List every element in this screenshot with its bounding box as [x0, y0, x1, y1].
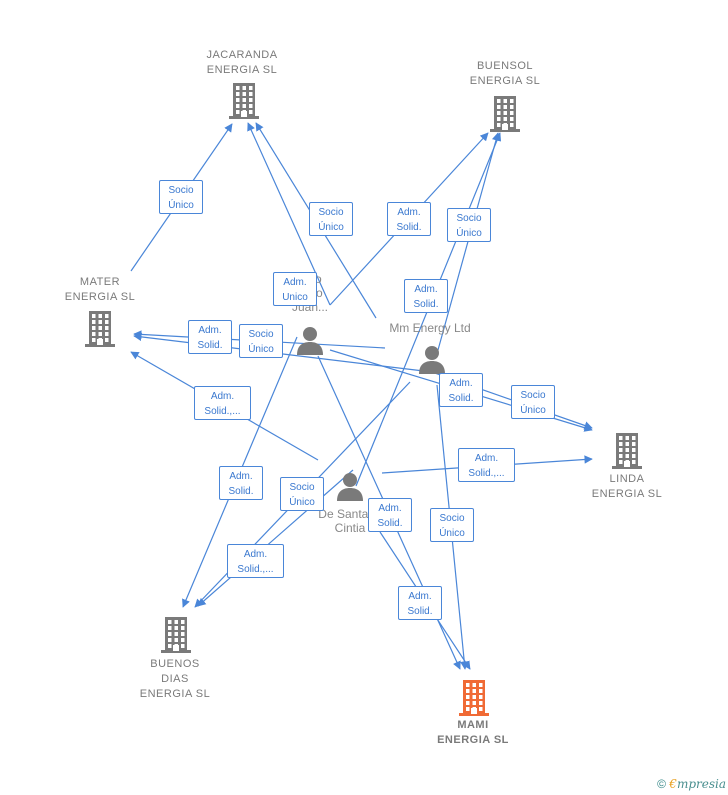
edge-label-person1-jacaranda[interactable]: Adm. Unico: [273, 272, 317, 306]
person-1-icon[interactable]: [296, 326, 324, 361]
edge-label-mm-jacaranda[interactable]: Socio Único: [309, 202, 353, 236]
edge-label-person1-mater[interactable]: Adm. Solid.: [188, 320, 232, 354]
jacaranda-building-icon[interactable]: [229, 83, 259, 124]
edge-label-person1-mami[interactable]: Adm. Solid.: [368, 498, 412, 532]
de-santana-person-icon[interactable]: [336, 472, 364, 507]
edge-label-mm-linda[interactable]: Socio Único: [511, 385, 555, 419]
edge-label-desantana-linda[interactable]: Adm. Solid.,...: [458, 448, 515, 482]
jacaranda-label[interactable]: JACARANDA ENERGIA SL: [206, 49, 278, 76]
edge-label-mater-jacaranda[interactable]: Socio Único: [159, 180, 203, 214]
edge-label-desantana-mater[interactable]: Adm. Solid.,...: [194, 386, 251, 420]
brand-logo: €mpresia: [669, 777, 726, 791]
edge-label-mm-mater[interactable]: Socio Único: [239, 324, 283, 358]
edge-label-mm-buensol[interactable]: Socio Único: [447, 208, 491, 242]
mater-label[interactable]: MATER ENERGIA SL: [64, 276, 136, 303]
edge-line-15: [197, 469, 354, 607]
edge-label-mm-mami[interactable]: Socio Único: [430, 508, 474, 542]
empresia-footer[interactable]: © €mpresia: [657, 777, 726, 791]
buenos-dias-building-icon[interactable]: [161, 617, 191, 658]
buensol-building-icon[interactable]: [490, 96, 520, 137]
edge-label-desantana-buensol[interactable]: Adm. Solid.: [404, 279, 448, 313]
edge-label-person1-buenosdias[interactable]: Adm. Solid.: [219, 466, 263, 500]
edge-line-8: [133, 332, 433, 373]
mm-energy-person-icon[interactable]: [418, 345, 446, 380]
linda-building-icon[interactable]: [612, 433, 642, 474]
buensol-label[interactable]: BUENSOL ENERGIA SL: [469, 60, 541, 87]
mm-energy-label[interactable]: Mm Energy Ltd: [389, 321, 471, 335]
edge-label-person1-buensol[interactable]: Adm. Solid.: [387, 202, 431, 236]
edge-label-desantana-mami[interactable]: Adm. Solid.: [398, 586, 442, 620]
de-santana-label[interactable]: De Santana Cintia: [318, 507, 382, 535]
linda-label[interactable]: LINDA ENERGIA SL: [591, 473, 663, 500]
buenos-dias-label[interactable]: BUENOS DIAS ENERGIA SL: [139, 658, 211, 700]
edge-label-desantana-buenosdias[interactable]: Adm. Solid.,...: [227, 544, 284, 578]
copyright-icon: ©: [657, 777, 666, 791]
mami-building-icon[interactable]: [459, 680, 489, 721]
mami-label[interactable]: MAMI ENERGIA SL: [437, 719, 509, 746]
mater-building-icon[interactable]: [85, 311, 115, 352]
edge-label-mm-buenosdias[interactable]: Socio Único: [280, 477, 324, 511]
edge-label-person1-linda[interactable]: Adm. Solid.: [439, 373, 483, 407]
